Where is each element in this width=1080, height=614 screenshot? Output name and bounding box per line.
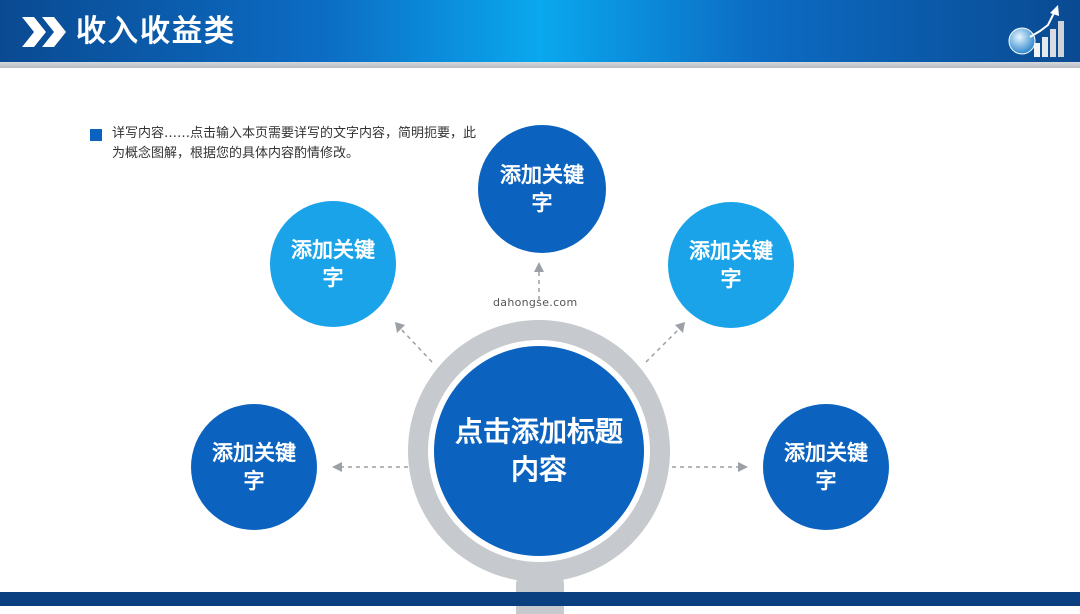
- arrow-upper-left: [400, 328, 433, 363]
- header-divider: [0, 62, 1080, 68]
- keyword-node-upper-left[interactable]: 添加关键字: [270, 201, 396, 327]
- keyword-node-label: 添加关键字: [291, 238, 375, 290]
- keyword-node-upper-right[interactable]: 添加关键字: [668, 202, 794, 328]
- keyword-node-label: 添加关键字: [212, 441, 296, 493]
- keyword-node-top[interactable]: 添加关键字: [478, 125, 606, 253]
- watermark: dahongse.com: [493, 296, 578, 309]
- description-text: 详写内容……点击输入本页需要详写的文字内容，简明扼要，此为概念图解，根据您的具体…: [112, 126, 477, 161]
- keyword-node-label: 添加关键字: [784, 441, 868, 493]
- keyword-node-label: 添加关键字: [500, 163, 584, 215]
- double-chevron-icon: [22, 17, 66, 47]
- footer-bar: [0, 592, 1080, 606]
- page-title: 收入收益类: [76, 14, 236, 49]
- arrowhead-upper-left: [395, 322, 405, 333]
- arrowhead-left: [332, 462, 342, 472]
- keyword-node-label: 添加关键字: [689, 239, 773, 291]
- center-title-circle[interactable]: 点击添加标题内容: [434, 346, 644, 556]
- arrow-upper-right: [645, 328, 680, 363]
- arrowhead-top: [534, 262, 544, 272]
- center-title-text: 点击添加标题内容: [454, 415, 623, 486]
- header-bar: 收入收益类: [0, 0, 1080, 62]
- keyword-node-lower-left[interactable]: 添加关键字: [191, 404, 317, 530]
- globe-growth-chart-icon: [1008, 5, 1064, 57]
- arrowhead-right: [738, 462, 748, 472]
- keyword-node-lower-right[interactable]: 添加关键字: [763, 404, 889, 530]
- arrowhead-upper-right: [675, 322, 685, 333]
- bullet-square-icon: [90, 129, 102, 141]
